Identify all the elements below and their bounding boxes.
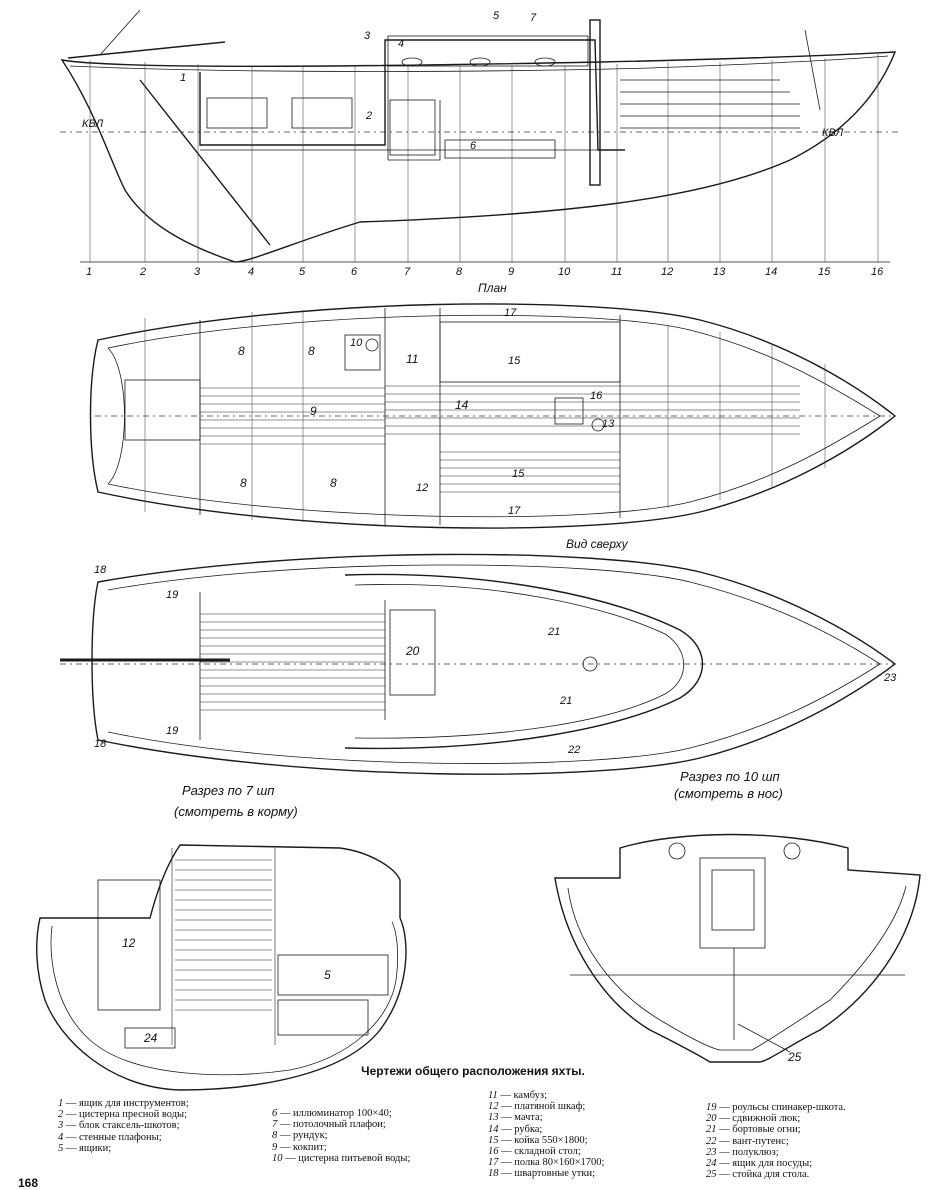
callout-19: 19 <box>166 725 179 737</box>
callout-24: 24 <box>144 1031 158 1045</box>
callout-21: 21 <box>548 626 561 638</box>
section10-title: Разрез по 10 шп <box>680 769 780 784</box>
callout-5: 5 <box>493 10 500 22</box>
frame-number: 15 <box>818 266 831 278</box>
legend-item: 16 — складной стол; <box>488 1146 581 1158</box>
legend-item: 8 — рундук; <box>272 1130 328 1142</box>
callout-8: 8 <box>330 476 337 490</box>
callout-1: 1 <box>180 72 187 84</box>
legend-item: 10 — цистерна питьевой воды; <box>272 1152 411 1164</box>
callout-18: 18 <box>94 738 107 750</box>
deck-outline <box>91 553 897 775</box>
legend-item: 6 — иллюминатор 100×40; <box>272 1108 392 1119</box>
callout-16: 16 <box>590 390 603 402</box>
callout-10: 10 <box>350 337 363 349</box>
top-view-drawing <box>60 553 897 775</box>
frame-number: 12 <box>661 266 674 278</box>
legend-item: 13 — мачта; <box>488 1112 543 1124</box>
legend-item: 3 — блок стаксель-шкотов; <box>58 1120 180 1132</box>
legend-column-1: 1 — ящик для инструментов; 2 — цистерна … <box>58 1098 189 1154</box>
page-number: 168 <box>18 1176 39 1190</box>
frame-number: 9 <box>508 266 515 278</box>
legend-item: 15 — койка 550×1800; <box>488 1134 588 1146</box>
callout-20: 20 <box>406 644 420 658</box>
frame-number: 5 <box>299 266 306 278</box>
callout-2: 2 <box>366 110 373 122</box>
legend-item: 23 — полуклюз; <box>706 1146 779 1158</box>
legend-item: 9 — кокпит; <box>272 1141 327 1153</box>
legend-item: 11 — камбуз; <box>488 1090 547 1101</box>
legend-column-3: 11 — камбуз; 12 — платяной шкаф; 13 — ма… <box>488 1090 604 1180</box>
section10-hull <box>554 833 921 1063</box>
legend-item: 24 — ящик для посуды; <box>706 1158 813 1170</box>
legend-item: 22 — вант-путенс; <box>706 1135 789 1147</box>
legend-item: 18 — швартовные утки; <box>488 1168 596 1180</box>
plan-hull-outline <box>89 303 897 529</box>
frame-number: 11 <box>611 266 623 278</box>
callout-7: 7 <box>530 12 537 24</box>
frame-number: 8 <box>456 266 463 278</box>
callout-17: 17 <box>508 505 521 517</box>
section7-hull <box>36 844 407 1091</box>
callout-17: 17 <box>504 307 517 319</box>
callout-4: 4 <box>398 38 405 50</box>
callout-8: 8 <box>308 344 315 358</box>
legend-item: 21 — бортовые огни; <box>706 1124 801 1136</box>
callout-11: 11 <box>406 352 419 366</box>
legend-item: 2 — цистерна пресной воды; <box>58 1109 188 1121</box>
frame-number: 2 <box>140 266 147 278</box>
legend-item: 12 — платяной шкаф; <box>488 1101 586 1113</box>
callout-8: 8 <box>240 476 247 490</box>
callout-18: 18 <box>94 564 107 576</box>
callout-15: 15 <box>508 355 521 367</box>
callout-25: 25 <box>788 1050 802 1064</box>
callout-14: 14 <box>455 398 469 412</box>
legend-item: 5 — ящики; <box>58 1142 112 1154</box>
callout-12: 12 <box>122 936 136 950</box>
legend-item: 25 — стойка для стола. <box>706 1169 810 1181</box>
legend-column-4: 19 — роульсы спинакер-шкота. 20 — сдвижн… <box>706 1102 846 1180</box>
frame-number: 16 <box>871 266 884 278</box>
frame-number: 7 <box>404 266 411 278</box>
side-profile-drawing <box>60 9 900 263</box>
section10-subtitle: (смотреть в нос) <box>674 786 783 801</box>
legend-item: 20 — сдвижной люк; <box>706 1113 801 1125</box>
top-view-title: Вид сверху <box>566 537 628 551</box>
legend-item: 1 — ящик для инструментов; <box>58 1098 189 1109</box>
legend-item: 14 — рубка; <box>488 1123 543 1135</box>
frame-number: 6 <box>351 266 358 278</box>
callout-6: 6 <box>470 140 477 152</box>
legend-column-2: 6 — иллюминатор 100×40; 7 — потолочный п… <box>272 1108 410 1164</box>
plan-drawing <box>89 303 897 529</box>
frame-number: 4 <box>248 266 255 278</box>
callout-5: 5 <box>324 968 331 982</box>
legend-item: 4 — стенные плафоны; <box>58 1131 162 1143</box>
callout-8: 8 <box>238 344 245 358</box>
callout-12: 12 <box>416 482 429 494</box>
callout-23: 23 <box>884 672 897 684</box>
sections-drawing <box>36 833 921 1091</box>
waterline-label-left: КВЛ <box>82 118 104 130</box>
figure-caption: Чертежи общего расположения яхты. <box>361 1064 585 1078</box>
callout-13: 13 <box>602 418 615 430</box>
frame-number: 13 <box>713 266 726 278</box>
legend-item: 17 — полка 80×160×1700; <box>488 1157 605 1169</box>
waterline-label-right: КВЛ <box>822 127 844 139</box>
hull-profile-outline <box>60 51 897 263</box>
callout-21: 21 <box>560 695 573 707</box>
callout-9: 9 <box>310 404 317 418</box>
frame-number: 1 <box>86 266 93 278</box>
section7-title: Разрез по 7 шп <box>182 783 275 798</box>
callout-19: 19 <box>166 589 179 601</box>
callout-15: 15 <box>512 468 525 480</box>
section7-subtitle: (смотреть в корму) <box>174 804 298 819</box>
frame-number: 3 <box>194 266 201 278</box>
frame-number: 14 <box>765 266 778 278</box>
plan-title: План <box>478 281 507 295</box>
legend-item: 19 — роульсы спинакер-шкота. <box>706 1102 846 1113</box>
legend-item: 7 — потолочный плафои; <box>272 1119 386 1131</box>
callout-3: 3 <box>364 30 371 42</box>
callout-22: 22 <box>568 744 581 756</box>
frame-number: 10 <box>558 266 571 278</box>
